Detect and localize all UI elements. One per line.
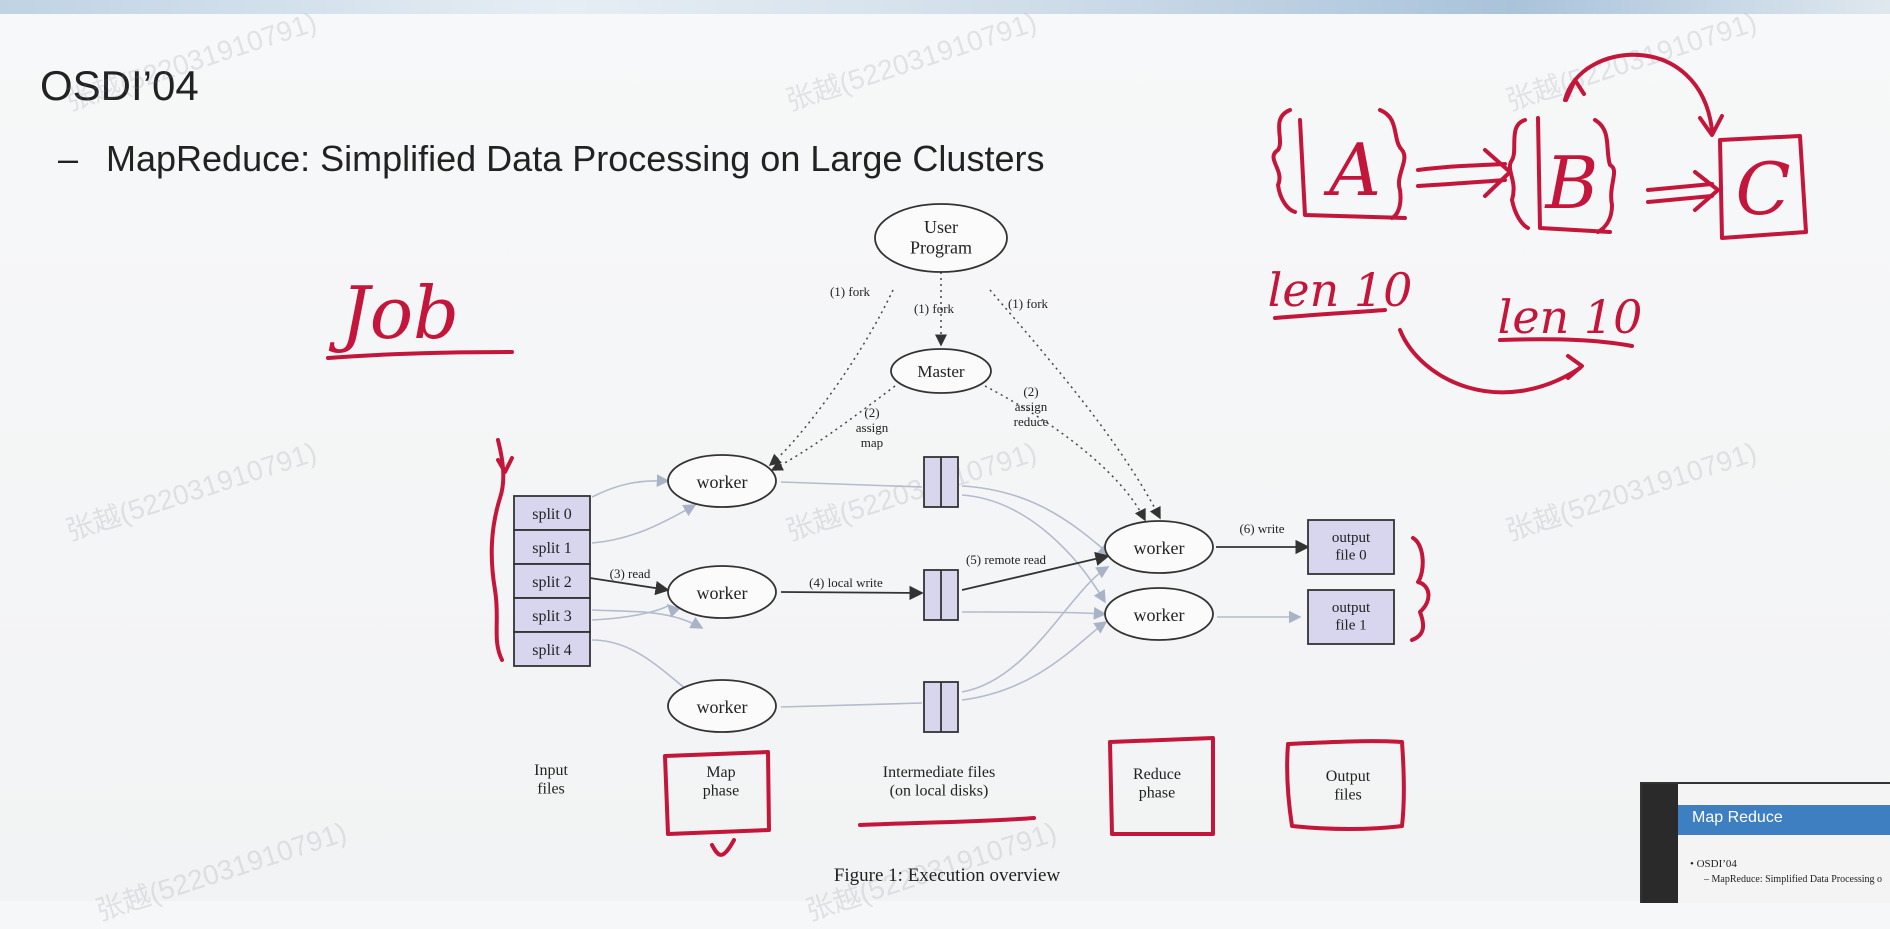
ink-b: B [1544,141,1599,225]
thumbnail-title-bar [1678,805,1890,835]
bullet-dash: – [58,138,79,179]
thumbnail-frame [1642,784,1678,903]
split-3-label: split 3 [532,608,572,625]
map-worker-2-label: worker [697,697,748,717]
map-worker-1 [667,565,777,619]
reduce-worker-1 [1104,587,1214,641]
ink-a: A [1323,128,1381,212]
edge-write: (6) write [1239,521,1284,536]
edge-fork-left: (1) fork [830,284,871,299]
edge-fork-right: (1) fork [1008,296,1049,311]
reduce-worker-1-label: worker [1134,605,1185,625]
split-0-label: split 0 [532,506,572,523]
split-1-box [513,529,591,565]
edge-read: (3) read [610,566,651,581]
user-program-node [874,203,1008,273]
split-2-box [513,563,591,599]
top-window-strip [0,0,1890,14]
subheading-text: MapReduce: Simplified Data Processing on… [106,138,1045,179]
reduce-worker-0-label: worker [1134,538,1185,558]
ink-job: Job [328,271,459,355]
edge-remote-read: (5) remote read [966,552,1047,567]
output-file-1-box [1307,589,1395,645]
master-label: Master [917,362,965,381]
ink-len-a: len 10 [1268,263,1413,317]
split-1-label: split 1 [532,540,572,557]
split-4-box [513,631,591,667]
slide-subheading: –MapReduce: Simplified Data Processing o… [58,138,1044,180]
map-worker-1-label: worker [697,583,748,603]
phase-intermediate-label: Intermediate files(on local disks) [883,764,995,799]
edge-fork-mid: (1) fork [914,301,955,316]
output-file-0-box [1307,519,1395,575]
edge-local-write: (4) local write [809,575,883,590]
reduce-worker-0 [1104,520,1214,574]
thumbnail-line-1: • OSDI’04 [1690,858,1737,870]
ink-len-b: len 10 [1498,290,1643,344]
map-worker-0 [667,454,777,508]
thumbnail-title: Map Reduce [1692,809,1783,826]
thumbnail-line-2: – MapReduce: Simplified Data Processing … [1704,874,1883,885]
ink-c: C [1735,147,1790,231]
slide-heading: OSDI’04 [40,62,199,109]
map-worker-2 [667,679,777,733]
master-node [890,348,992,394]
split-4-label: split 4 [532,642,572,659]
figure-caption: Figure 1: Execution overview [834,865,1061,886]
map-worker-0-label: worker [697,472,748,492]
split-2-label: split 2 [532,574,572,591]
split-3-box [513,597,591,633]
slide-thumbnail[interactable]: Map Reduce • OSDI’04 – MapReduce: Simpli… [1640,782,1890,903]
